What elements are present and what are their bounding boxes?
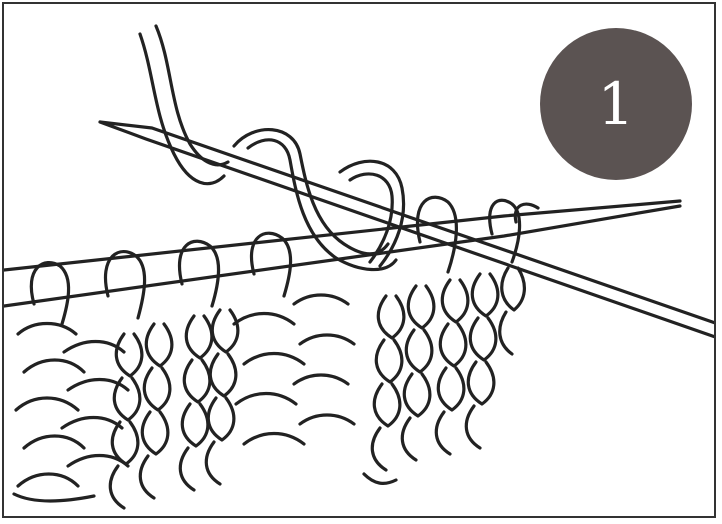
fabric-edges	[14, 474, 396, 501]
stitch-loops-on-needle	[31, 197, 538, 324]
step-number: 1	[598, 70, 635, 138]
knit-columns	[110, 268, 524, 508]
illustration-frame: 1	[2, 2, 716, 518]
step-number-badge: 1	[540, 28, 692, 180]
